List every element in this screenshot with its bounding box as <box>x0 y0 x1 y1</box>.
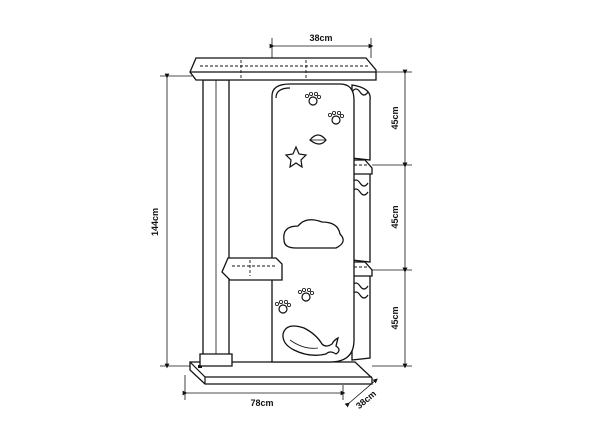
tier-top-label: 45cm <box>390 106 400 129</box>
paw-print-icon <box>304 92 321 106</box>
left-platform <box>221 257 283 281</box>
whale-icon <box>282 325 340 356</box>
top-depth-label: 38cm <box>309 33 332 43</box>
cloud-icon <box>283 219 344 249</box>
tier-middle-label: 45cm <box>390 205 400 228</box>
base-board <box>189 361 373 385</box>
dimension-total-height: 144cm <box>150 73 192 369</box>
cat-tree <box>189 57 377 385</box>
side-panels <box>351 84 371 361</box>
starfish-icon <box>284 145 308 169</box>
paw-print-icon <box>274 299 291 314</box>
tier-bottom-label: 45cm <box>390 306 400 329</box>
total-height-label: 144cm <box>150 208 160 236</box>
dimension-tiers: 45cm 45cm 45cm <box>372 69 412 369</box>
dimension-top-depth: 38cm <box>269 33 374 58</box>
base-width-label: 78cm <box>250 398 273 408</box>
shell-icon <box>309 134 327 145</box>
top-platform <box>189 57 377 81</box>
paw-print-icon <box>327 111 344 125</box>
base-depth-label: 38cm <box>354 388 378 410</box>
paw-print-icon <box>297 287 314 302</box>
scratching-post <box>199 79 233 367</box>
